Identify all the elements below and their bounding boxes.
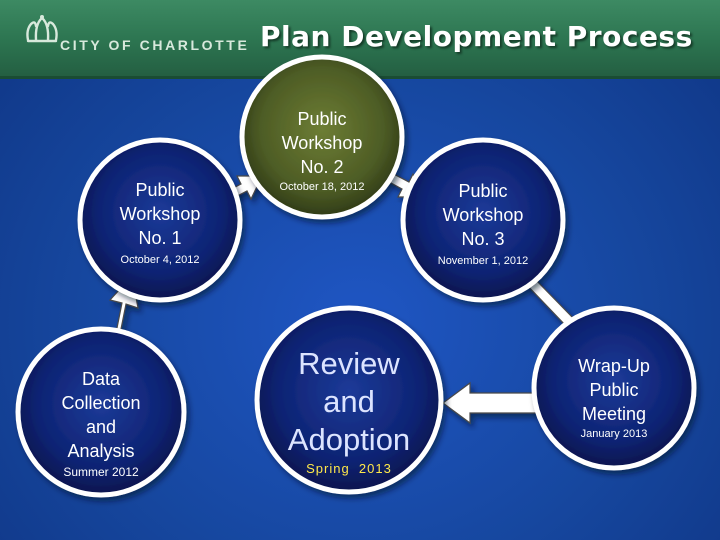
wrapup-date: January 2013 (580, 428, 648, 440)
node-data-collection (15, 326, 187, 498)
header-bar (0, 0, 720, 76)
data-collection-label-line1: Data (81, 369, 121, 389)
data-collection-text: Data Collection and Analysis Summer 2012 (21, 367, 181, 479)
workshop2-text: Public Workshop No. 2 October 18, 2012 (242, 107, 402, 193)
logo-text: CITY OF CHARLOTTE (60, 37, 250, 53)
data-collection-date: Summer 2012 (63, 465, 139, 479)
node-workshop-3 (400, 137, 566, 303)
workshop1-label-line2: Workshop (119, 204, 201, 224)
workshop2-label-line2: Workshop (281, 133, 363, 153)
node-workshop-1 (77, 137, 243, 303)
node-wrapup-meeting (531, 305, 697, 471)
review-label-line3: Adoption (287, 422, 411, 457)
review-text: Review and Adoption Spring 2013 (259, 345, 439, 476)
wrapup-label-line3: Meeting (581, 404, 647, 424)
wrapup-label-line1: Wrap-Up (578, 356, 650, 376)
wrapup-label-line2: Public (589, 380, 639, 400)
workshop2-date: October 18, 2012 (279, 181, 365, 193)
workshop3-text: Public Workshop No. 3 November 1, 2012 (403, 179, 563, 267)
workshop2-label-line1: Public (297, 109, 347, 129)
review-label-line1: Review (298, 346, 400, 381)
workshop3-label-line1: Public (458, 181, 508, 201)
data-collection-label-line4: Analysis (67, 441, 135, 461)
review-label-line2: and (323, 384, 375, 419)
node-workshop-2 (239, 54, 405, 220)
data-collection-label-line3: and (85, 417, 117, 437)
workshop3-label-line3: No. 3 (461, 229, 505, 249)
crown-icon (26, 15, 58, 43)
workshop3-label-line2: Workshop (442, 205, 524, 225)
page-title: Plan Development Process (260, 20, 693, 53)
workshop1-label-line1: Public (135, 180, 185, 200)
workshop1-label-line3: No. 1 (138, 228, 182, 248)
node-review-adoption (254, 305, 444, 495)
review-date: Spring 2013 (306, 461, 392, 476)
workshop1-text: Public Workshop No. 1 October 4, 2012 (80, 178, 240, 266)
workshop1-date: October 4, 2012 (120, 254, 200, 266)
workshop2-label-line3: No. 2 (300, 157, 344, 177)
data-collection-label-line2: Collection (61, 393, 141, 413)
workshop3-date: November 1, 2012 (437, 255, 529, 267)
wrapup-text: Wrap-Up Public Meeting January 2013 (534, 354, 694, 440)
